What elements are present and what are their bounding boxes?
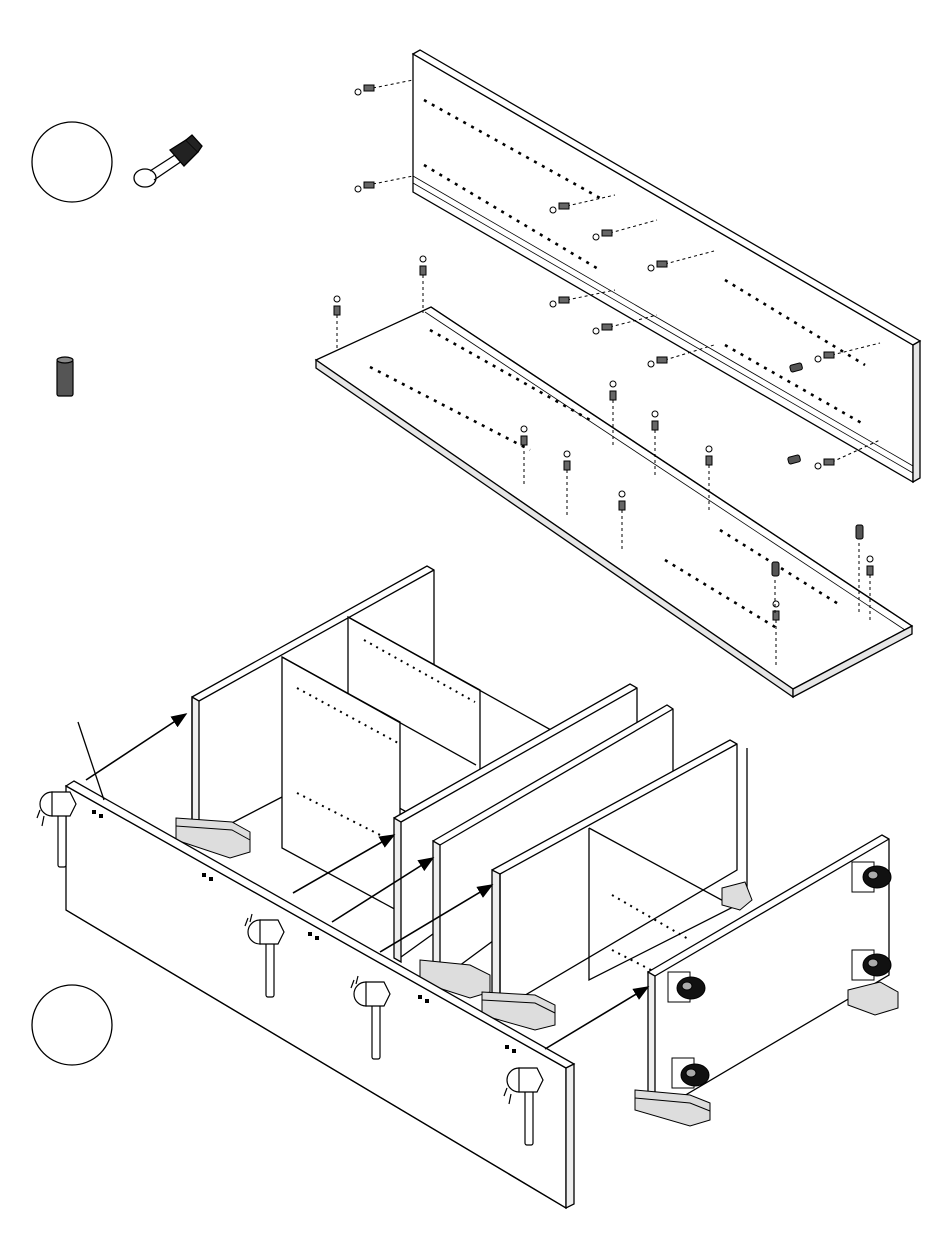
cam-screw-icon — [134, 135, 202, 187]
step-marker-bottom — [32, 985, 112, 1065]
step-marker-top — [32, 122, 112, 202]
dowel-icon — [57, 357, 73, 396]
